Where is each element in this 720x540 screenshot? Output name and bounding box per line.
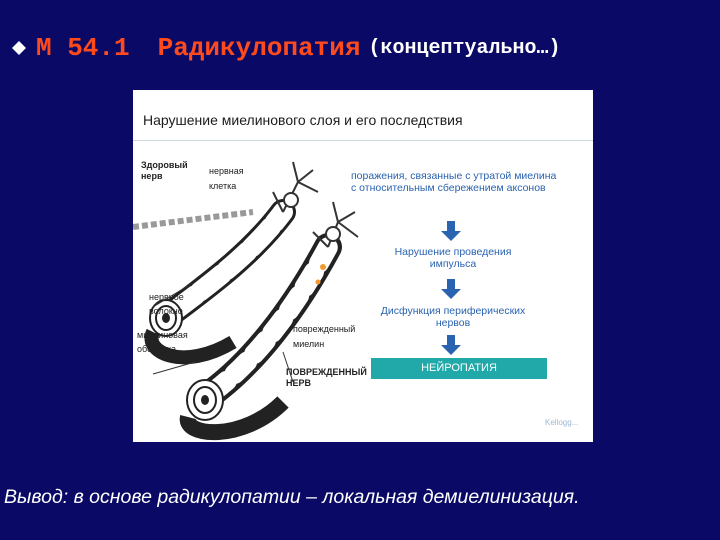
illustration-panel: Нарушение миелинового слоя и его последс…	[133, 90, 593, 442]
slide-heading: Радикулопатия	[157, 33, 361, 63]
slide-subheading: (концептуально…)	[368, 36, 561, 60]
panel-title: Нарушение миелинового слоя и его последс…	[143, 112, 463, 128]
flow-arrow-down-icon	[441, 221, 461, 241]
flow-arrow-down-icon	[441, 279, 461, 299]
flow-arrow-down-icon	[441, 335, 461, 355]
slide-title-row: M 54.1 Радикулопатия (концептуально…)	[12, 28, 561, 68]
watermark: Kellogg...	[545, 418, 579, 427]
panel-divider	[133, 140, 593, 141]
icd-code: M 54.1	[36, 33, 130, 63]
diamond-bullet-icon	[12, 41, 26, 55]
result-neuropathy-box: НЕЙРОПАТИЯ	[371, 358, 547, 379]
nerve-illustration	[133, 161, 359, 441]
slide-conclusion: Вывод: в основе радикулопатии – локальна…	[4, 486, 580, 508]
